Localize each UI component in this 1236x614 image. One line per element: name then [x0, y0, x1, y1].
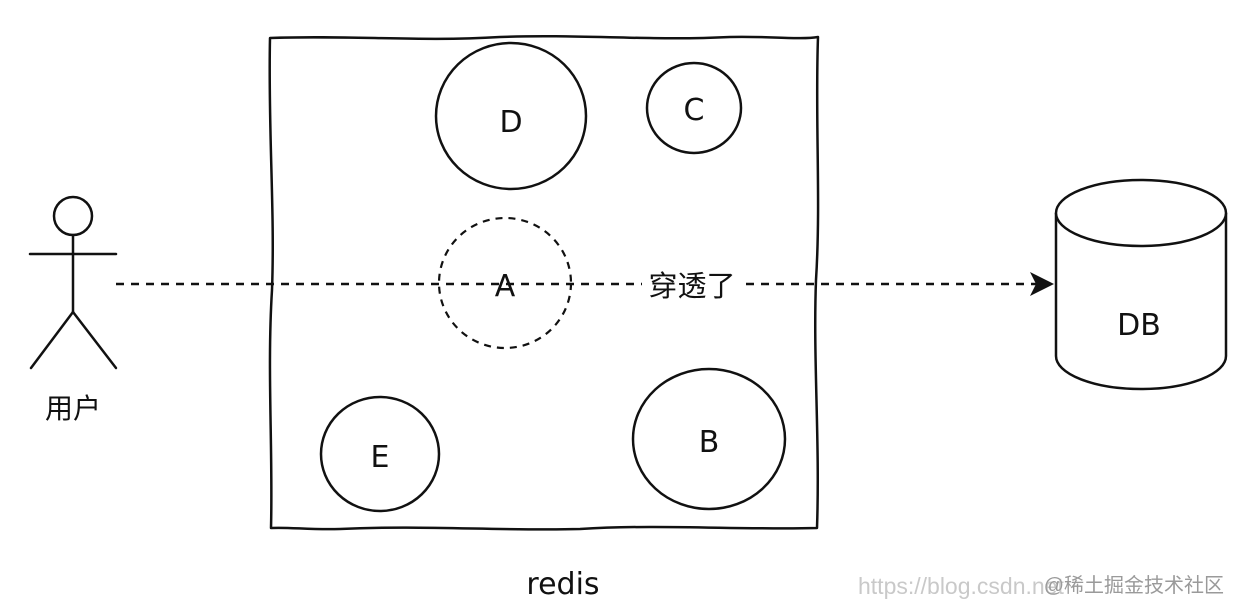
key-C-circle: [645, 61, 743, 155]
redis-label: redis: [526, 567, 599, 602]
penetration-arrow-head: [1030, 272, 1054, 296]
db-cylinder-body: [1054, 213, 1228, 391]
user-label: 用户: [45, 392, 101, 425]
key-A-label: A: [495, 269, 516, 304]
user-head: [52, 195, 94, 237]
key-E: E: [319, 395, 441, 513]
key-B-label: B: [699, 425, 720, 460]
redis-box: [268, 34, 820, 531]
db-label: DB: [1117, 308, 1161, 343]
key-C: C: [645, 61, 743, 155]
key-D-circle: [434, 41, 588, 191]
penetration-label: 穿透了: [648, 269, 735, 303]
key-E-label: E: [371, 440, 390, 475]
db-cylinder: [1054, 178, 1228, 391]
penetration-label-bg: [642, 266, 742, 302]
db-cylinder-top: [1054, 178, 1228, 248]
key-B: B: [631, 367, 787, 511]
user-left-leg: [29, 310, 75, 370]
user-right-leg: [71, 310, 118, 370]
key-B-circle: [631, 367, 787, 511]
watermark-url: https://blog.csdn.net: [858, 573, 1064, 599]
key-D: D: [434, 41, 588, 191]
key-C-label: C: [684, 93, 705, 128]
user-stick-figure: [28, 195, 118, 370]
key-E-circle: [319, 395, 441, 513]
watermark-site: @稀土掘金技术社区: [1044, 574, 1224, 597]
key-D-label: D: [499, 105, 522, 140]
